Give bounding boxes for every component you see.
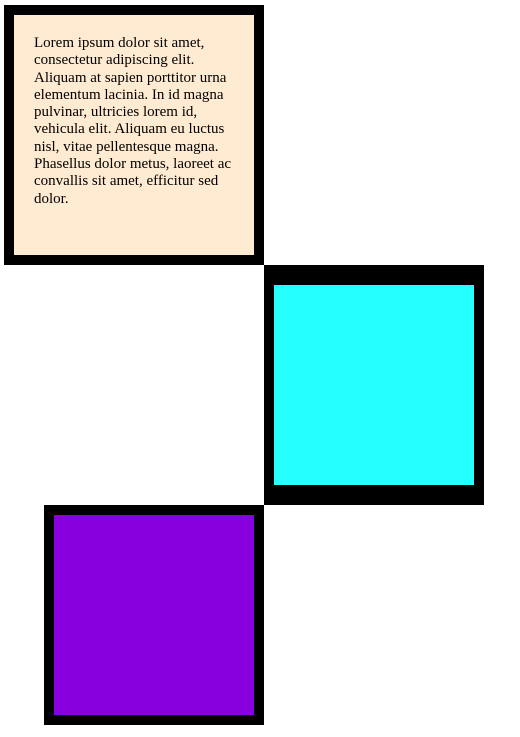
lorem-paragraph: Lorem ipsum dolor sit amet, consectetur … bbox=[34, 35, 232, 207]
purple-box bbox=[44, 505, 264, 725]
lorem-text-box: Lorem ipsum dolor sit amet, consectetur … bbox=[4, 5, 264, 265]
cyan-box bbox=[264, 265, 484, 505]
